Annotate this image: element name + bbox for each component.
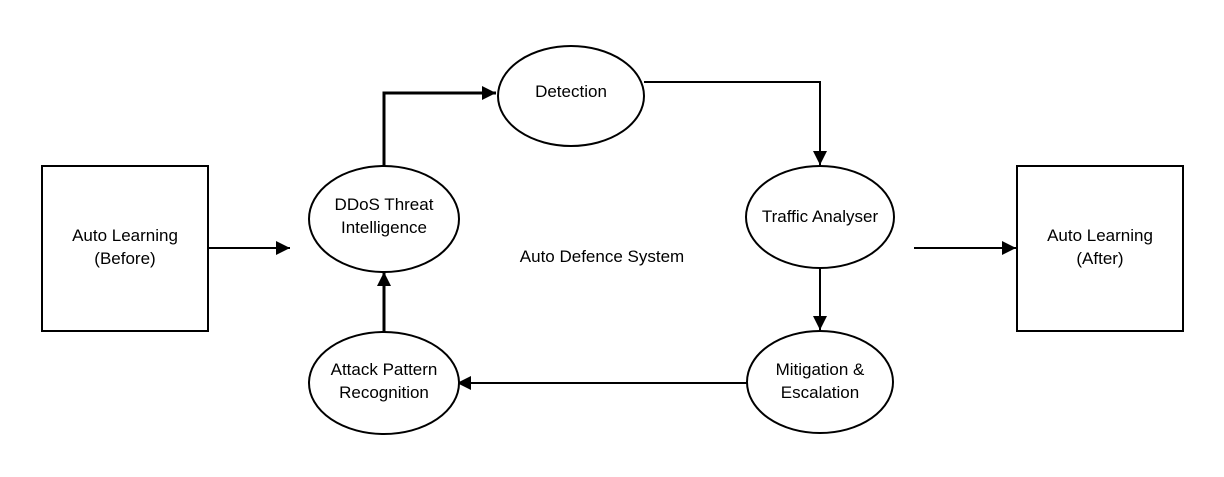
node-label-line: Recognition — [339, 383, 429, 402]
node-label-line: Intelligence — [341, 218, 427, 237]
edges — [209, 81, 1016, 390]
edge-threat-intel-to-detection — [382, 86, 496, 166]
node-attack-pattern-recognition: Attack Pattern Recognition — [308, 331, 460, 435]
node-label-line: Auto Learning — [1047, 226, 1153, 245]
node-label-line: (After) — [1076, 249, 1123, 268]
node-label-line: Detection — [535, 82, 607, 101]
node-label-line: Attack Pattern — [331, 360, 438, 379]
node-label-line: Traffic Analyser — [762, 207, 879, 226]
node-mitigation-escalation: Mitigation & Escalation — [746, 330, 894, 434]
node-auto-learning-before: Auto Learning (Before) — [41, 165, 209, 332]
node-ddos-threat-intelligence: DDoS Threat Intelligence — [308, 165, 460, 273]
node-label-line: DDoS Threat — [335, 195, 434, 214]
edge-detection-to-traffic-analyser — [644, 81, 827, 165]
node-label-line: Auto Learning — [72, 226, 178, 245]
node-label-line: Escalation — [781, 383, 859, 402]
node-traffic-analyser: Traffic Analyser — [745, 165, 895, 269]
node-label-line: (Before) — [94, 249, 155, 268]
center-label: Auto Defence System — [520, 247, 684, 266]
node-auto-learning-after: Auto Learning (After) — [1016, 165, 1184, 332]
node-label-line: Mitigation & — [776, 360, 865, 379]
node-detection: Detection — [497, 45, 645, 147]
